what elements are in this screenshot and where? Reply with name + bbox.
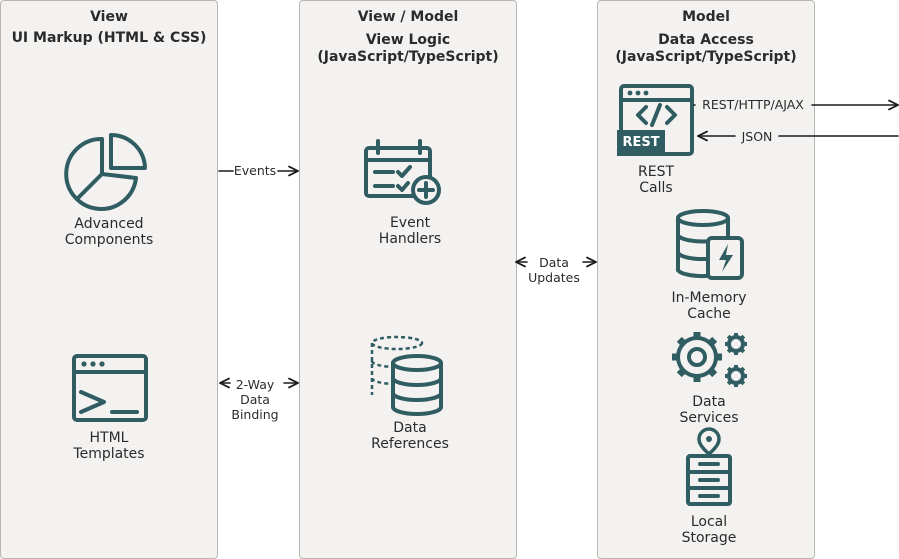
rest-calls-label: REST Calls [638,164,674,196]
data-references-line2: References [371,436,449,452]
html-templates-label: HTML Templates [73,430,144,462]
in-memory-cache-line1: In-Memory [671,290,747,306]
view-model-panel-subtitle-1: View Logic [365,32,451,48]
html-templates-line1: HTML [89,430,129,446]
data-services-line2: Services [679,410,739,426]
data-services-line1: Data [692,394,726,410]
pie-chart-icon [64,133,147,211]
in-memory-cache-label: In-Memory Cache [672,290,747,322]
database-stack-icon [370,335,443,416]
data-references-label: Data References [371,420,449,452]
advanced-components-line1: Advanced [74,216,144,232]
local-storage-line1: Local [690,514,728,530]
advanced-components-label: Advanced Components [65,216,154,248]
rest-calls-line1: REST [637,164,675,180]
data-updates-label: Data Updates [524,255,584,285]
calendar-checklist-icon [364,139,441,205]
advanced-components-line2: Components [64,232,154,248]
two-way-binding-line3: Binding [231,407,279,422]
view-model-panel: View / Model View Logic (JavaScript/Type… [299,0,517,559]
json-in-label: JSON [741,129,773,144]
code-window-icon [617,84,694,156]
rest-calls-line2: Calls [639,180,673,196]
model-panel-title: Model [682,9,730,25]
model-panel-subtitle-1: Data Access [658,32,754,48]
view-panel-title: View [90,9,128,25]
view-panel-subtitle: UI Markup (HTML & CSS) [11,30,207,46]
two-way-binding-label: 2-Way Data Binding [226,377,284,422]
data-services-label: Data Services [679,394,738,426]
view-model-panel-title: View / Model [357,9,459,25]
in-memory-cache-line2: Cache [687,306,731,322]
two-way-binding-line2: Data [240,392,270,407]
html-templates-line2: Templates [73,446,145,462]
database-lightning-icon [676,209,744,280]
two-way-binding-line1: 2-Way [235,377,275,392]
event-handlers-line2: Handlers [378,231,442,247]
event-handlers-label: Event Handlers [379,215,441,247]
data-updates-line1: Data [539,255,569,270]
view-panel: View UI Markup (HTML & CSS) [0,0,218,559]
events-label: Events [233,163,277,178]
gears-icon [672,332,747,387]
rest-badge: REST [622,135,660,150]
rest-out-label: REST/HTTP/AJAX [702,97,804,112]
view-model-panel-subtitle-2: (JavaScript/TypeScript) [317,49,499,65]
model-panel-subtitle-2: (JavaScript/TypeScript) [615,49,797,65]
storage-pin-icon [686,427,732,506]
local-storage-line2: Storage [681,530,737,546]
data-updates-line2: Updates [528,270,580,285]
data-references-line1: Data [393,420,427,436]
terminal-window-icon [72,354,148,422]
local-storage-label: Local Storage [682,514,737,546]
event-handlers-line1: Event [389,215,431,231]
